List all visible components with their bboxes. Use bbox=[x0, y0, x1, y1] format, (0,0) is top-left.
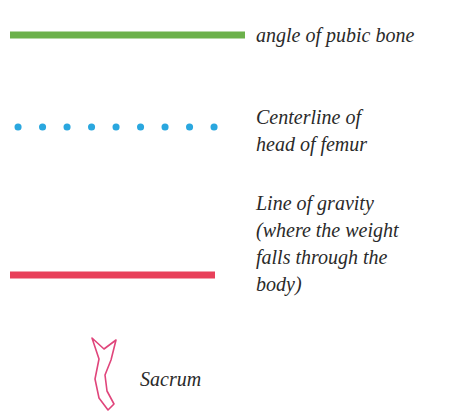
legend-label: Sacrum bbox=[140, 366, 260, 393]
legend-label: Line of gravity (where the weight falls … bbox=[256, 190, 424, 298]
legend-label: Centerline of head of femur bbox=[256, 104, 392, 158]
red-line-sample bbox=[10, 272, 215, 279]
sacrum-outline-sample bbox=[92, 338, 116, 410]
legend-label: angle of pubic bone bbox=[256, 22, 461, 49]
green-line-sample bbox=[10, 32, 245, 39]
blue-dotted-line-sample bbox=[18, 124, 238, 131]
